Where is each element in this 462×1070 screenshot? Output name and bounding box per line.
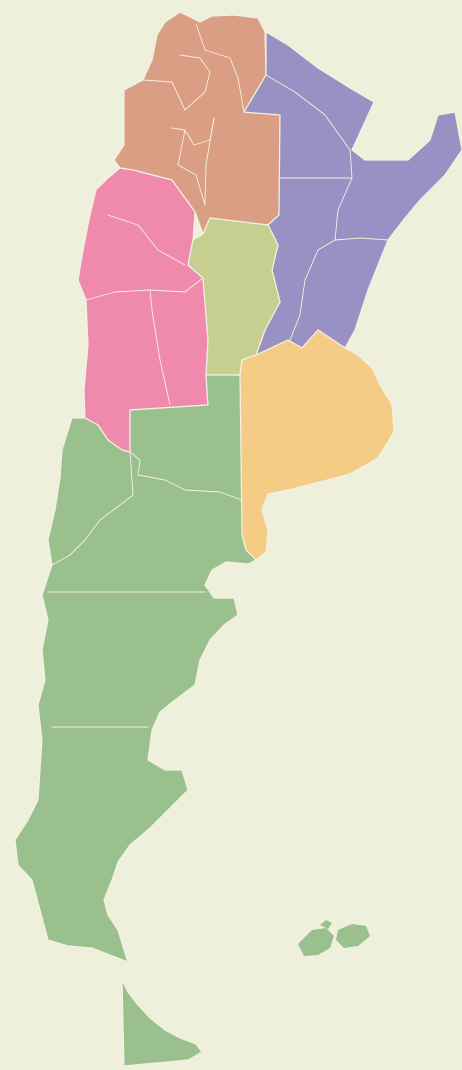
region-pampas[interactable] (239, 329, 395, 561)
province-borders (47, 23, 389, 728)
region-tierra-del-fuego[interactable] (121, 979, 203, 1067)
island-west-falkland (298, 928, 334, 956)
island-east-falkland (336, 924, 370, 948)
island-small-falkland (320, 920, 332, 929)
falkland-islands (298, 920, 370, 956)
region-patagonia[interactable] (14, 374, 257, 963)
